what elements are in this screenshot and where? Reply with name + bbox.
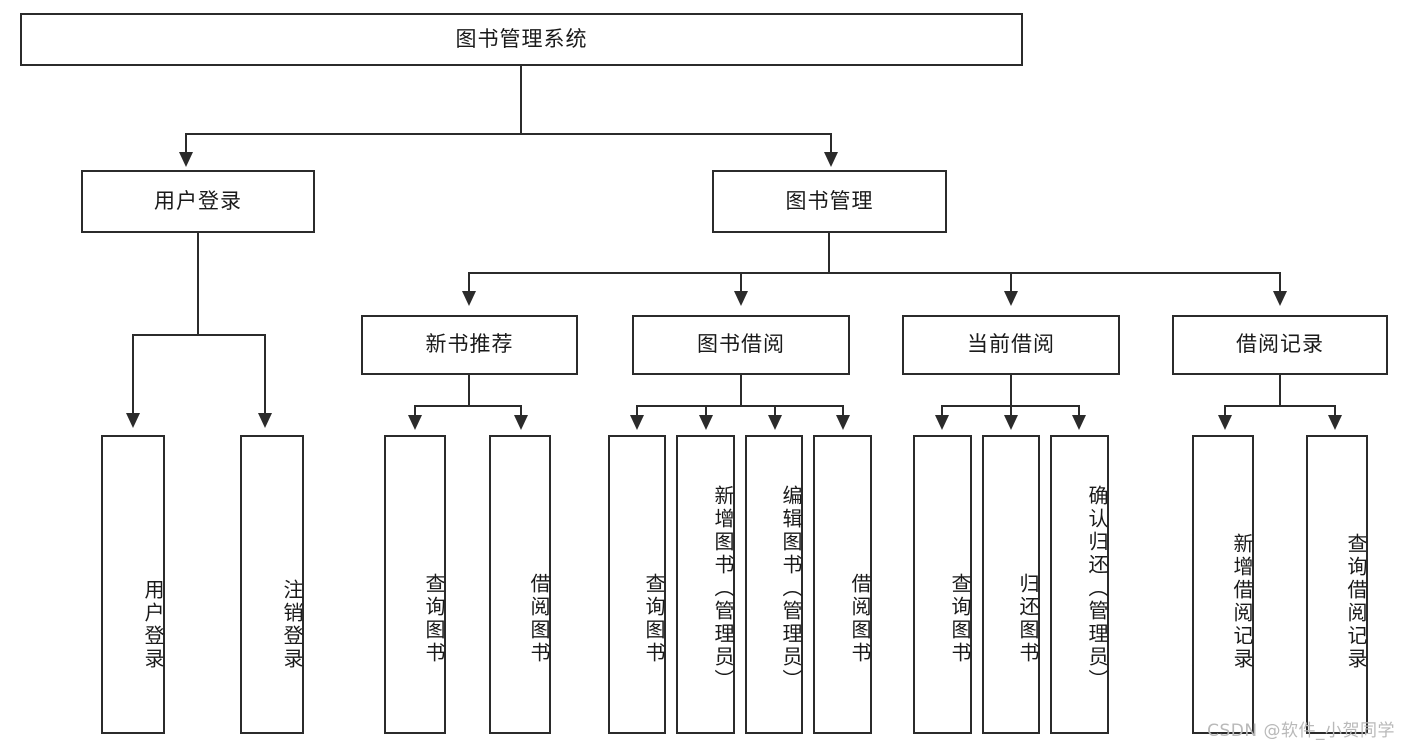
arrow-user-login-to-leaf-2: [258, 413, 272, 428]
arrow-bb-to-leaf-1: [630, 415, 644, 430]
arrow-cb-to-leaf-1: [935, 415, 949, 430]
node-label: 用户登录: [154, 188, 242, 213]
edge-user-login-bus: [132, 334, 266, 336]
node-label: 图书管理系统: [455, 26, 588, 51]
node-current-borrow[interactable]: 当前借阅: [902, 315, 1120, 375]
leaf-label: 借阅图书: [527, 572, 551, 665]
edge-book-management-bus: [468, 272, 1280, 274]
arrow-root-to-book-management: [824, 152, 838, 167]
edge-book-management-stem: [828, 233, 830, 273]
edge-root-to-user-login: [185, 133, 187, 155]
node-user-login[interactable]: 用户登录: [81, 170, 315, 233]
leaf-new-book-2[interactable]: 借阅图书: [489, 435, 551, 734]
arrow-nb-to-leaf-2: [514, 415, 528, 430]
node-label: 新书推荐: [425, 332, 514, 357]
edge-book-borrow-bus: [636, 405, 844, 407]
leaf-label: 查询借阅记录: [1344, 532, 1368, 671]
node-root-book-management-system[interactable]: 图书管理系统: [20, 13, 1023, 66]
edge-root-to-book-management: [830, 133, 832, 155]
edge-book-borrow-stem: [740, 375, 742, 406]
leaf-label: 编辑图书（管理员）: [779, 485, 803, 692]
arrow-bb-to-leaf-2: [699, 415, 713, 430]
leaf-label: 注销登录: [280, 578, 304, 671]
leaf-current-borrow-3[interactable]: 确认归还（管理员）: [1050, 435, 1109, 734]
leaf-label: 查询图书: [642, 572, 666, 665]
leaf-borrow-record-1[interactable]: 新增借阅记录: [1192, 435, 1254, 734]
edge-borrow-record-stem: [1279, 375, 1281, 406]
arrow-cb-to-leaf-3: [1072, 415, 1086, 430]
arrow-root-to-user-login: [179, 152, 193, 167]
leaf-label: 查询图书: [948, 572, 972, 665]
edge-root-bus: [185, 133, 832, 135]
arrow-bm-to-borrow-record: [1273, 291, 1287, 306]
edge-nb-to-leaf-1: [414, 405, 416, 417]
edge-bm-to-new-book: [468, 272, 470, 294]
arrow-bm-to-current-borrow: [1004, 291, 1018, 306]
leaf-label: 归还图书: [1016, 572, 1040, 665]
leaf-label: 用户登录: [141, 578, 165, 671]
edge-cb-to-leaf-2: [1010, 405, 1012, 417]
edge-br-to-leaf-2: [1334, 405, 1336, 417]
edge-bm-to-book-borrow: [740, 272, 742, 294]
edge-user-login-stem: [197, 233, 199, 335]
leaf-book-borrow-3[interactable]: 编辑图书（管理员）: [745, 435, 803, 734]
arrow-bm-to-book-borrow: [734, 291, 748, 306]
node-new-book-recommend[interactable]: 新书推荐: [361, 315, 578, 375]
leaf-label: 借阅图书: [848, 572, 872, 665]
arrow-cb-to-leaf-2: [1004, 415, 1018, 430]
edge-user-login-to-leaf-2: [264, 334, 266, 416]
arrow-bb-to-leaf-4: [836, 415, 850, 430]
edge-new-book-stem: [468, 375, 470, 406]
edge-bm-to-borrow-record: [1279, 272, 1281, 294]
arrow-br-to-leaf-1: [1218, 415, 1232, 430]
node-label: 借阅记录: [1236, 332, 1324, 357]
edge-br-to-leaf-1: [1224, 405, 1226, 417]
leaf-label: 确认归还（管理员）: [1085, 485, 1109, 692]
leaf-book-borrow-2[interactable]: 新增图书（管理员）: [676, 435, 735, 734]
leaf-label: 新增借阅记录: [1230, 532, 1254, 671]
edge-bb-to-leaf-4: [842, 405, 844, 417]
edge-new-book-bus: [414, 405, 522, 407]
arrow-user-login-to-leaf-1: [126, 413, 140, 428]
leaf-book-borrow-4[interactable]: 借阅图书: [813, 435, 872, 734]
watermark-text: CSDN @软件_小贺同学: [1207, 721, 1395, 741]
edge-bb-to-leaf-3: [774, 405, 776, 417]
leaf-current-borrow-2[interactable]: 归还图书: [982, 435, 1040, 734]
node-label: 图书管理: [785, 188, 874, 213]
node-borrow-record[interactable]: 借阅记录: [1172, 315, 1388, 375]
edge-current-borrow-stem: [1010, 375, 1012, 406]
node-book-management[interactable]: 图书管理: [712, 170, 947, 233]
leaf-book-borrow-1[interactable]: 查询图书: [608, 435, 666, 734]
edge-user-login-to-leaf-1: [132, 334, 134, 416]
edge-nb-to-leaf-2: [520, 405, 522, 417]
arrow-bb-to-leaf-3: [768, 415, 782, 430]
arrow-nb-to-leaf-1: [408, 415, 422, 430]
node-label: 当前借阅: [967, 332, 1055, 357]
leaf-new-book-1[interactable]: 查询图书: [384, 435, 446, 734]
node-book-borrow[interactable]: 图书借阅: [632, 315, 850, 375]
leaf-user-login-1[interactable]: 用户登录: [101, 435, 165, 734]
leaf-borrow-record-2[interactable]: 查询借阅记录: [1306, 435, 1368, 734]
arrow-br-to-leaf-2: [1328, 415, 1342, 430]
edge-root-stem: [520, 66, 522, 134]
edge-bb-to-leaf-2: [705, 405, 707, 417]
node-label: 图书借阅: [697, 332, 785, 357]
leaf-current-borrow-1[interactable]: 查询图书: [913, 435, 972, 734]
edge-cb-to-leaf-1: [941, 405, 943, 417]
leaf-label: 查询图书: [422, 572, 446, 665]
edge-bm-to-current-borrow: [1010, 272, 1012, 294]
edge-bb-to-leaf-1: [636, 405, 638, 417]
edge-cb-to-leaf-3: [1078, 405, 1080, 417]
edge-borrow-record-bus: [1224, 405, 1336, 407]
leaf-label: 新增图书（管理员）: [711, 485, 735, 692]
leaf-user-login-2[interactable]: 注销登录: [240, 435, 304, 734]
arrow-bm-to-new-book: [462, 291, 476, 306]
